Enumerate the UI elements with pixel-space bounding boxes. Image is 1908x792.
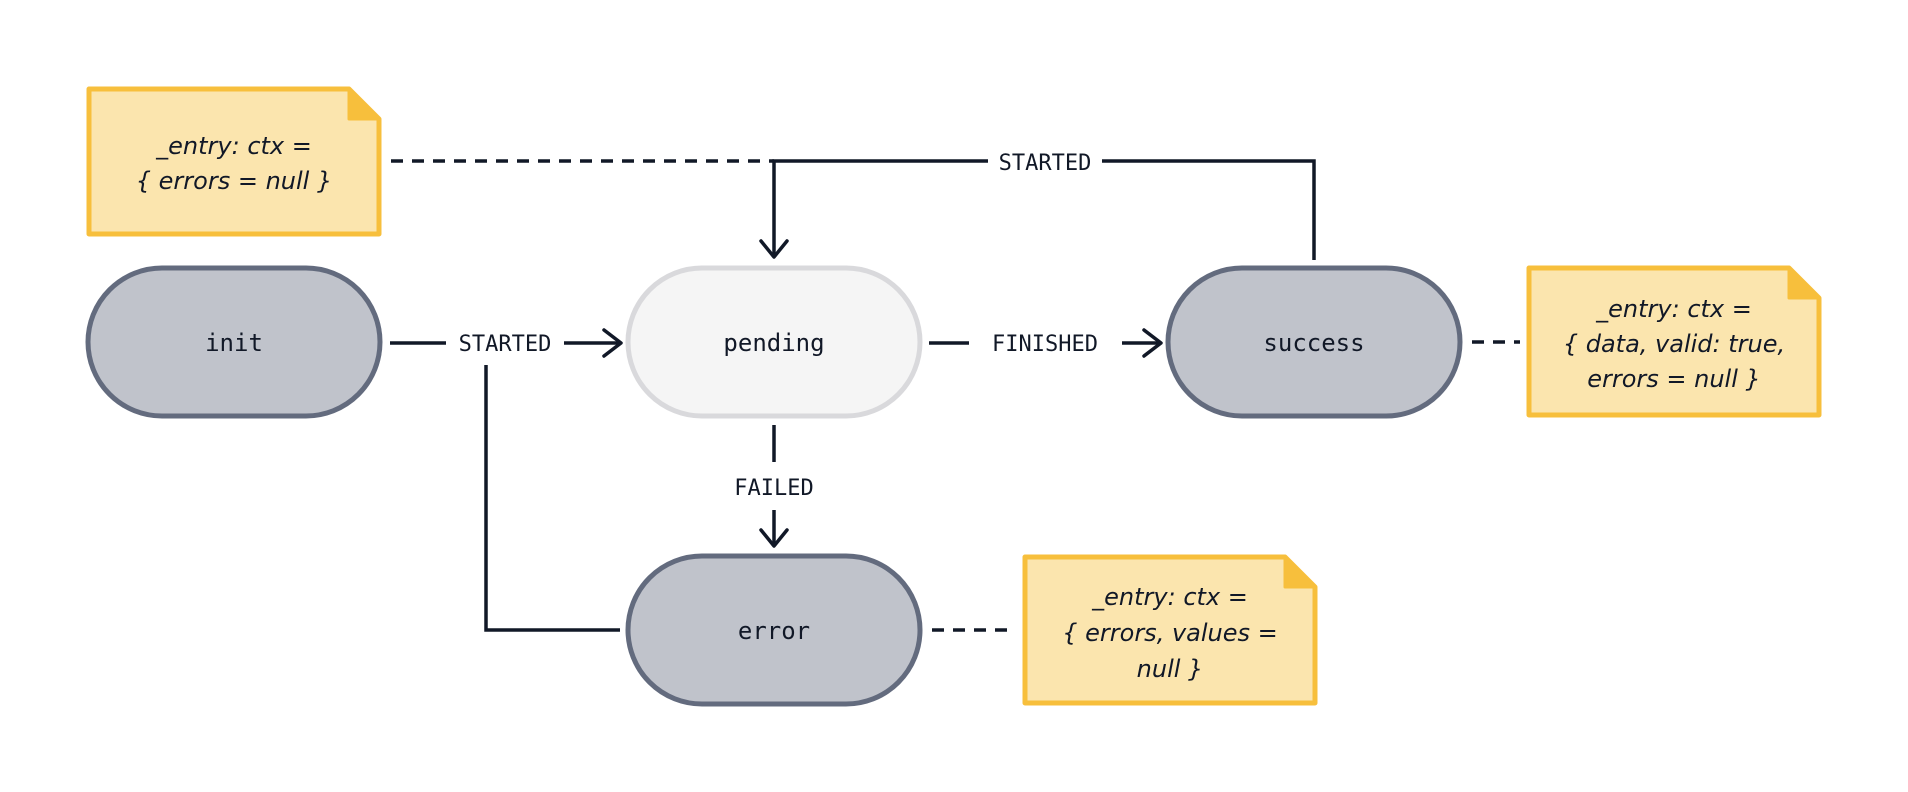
state-pending-label: pending [723,329,824,357]
state-error-shape [625,553,923,707]
state-init-shape [85,265,383,419]
state-error: error [625,553,923,707]
edge-success-to-pending-arrowhead [759,239,789,259]
state-success-label: success [1263,329,1364,357]
note-error-entry: _entry: ctx = { errors, values = null } [1022,554,1318,706]
state-error-label: error [738,617,810,645]
note-pending-line-1: _entry: ctx = [155,132,312,160]
state-init: init [85,265,383,419]
note-success-line-1: _entry: ctx = [1595,295,1752,323]
edge-label-init-started: STARTED [459,332,552,357]
note-success-line-2: { data, valid: true, [1563,330,1785,358]
note-success-line-3: errors = null } [1587,365,1761,393]
note-error-shape [1022,554,1318,706]
note-error-line-3: null } [1137,655,1204,683]
edge-success-to-pending-left [772,159,988,256]
state-pending: pending [625,265,923,419]
edge-label-success-started: STARTED [999,151,1092,176]
note-error-fold-icon [1283,557,1315,589]
state-init-label: init [205,329,263,357]
edge-success-to-pending-right [1102,159,1316,260]
note-success-entry: _entry: ctx = { data, valid: true, error… [1526,265,1822,418]
note-error-line-1: _entry: ctx = [1091,583,1248,611]
edge-pending-to-success-arrowhead [1142,328,1163,358]
edge-label-pending-finished: FINISHED [992,332,1098,357]
note-pending-shape [86,86,382,237]
note-success-shape [1526,265,1822,418]
edge-pending-to-error-arrowhead [759,528,789,548]
note-pending-fold-icon [347,89,379,121]
state-success: success [1165,265,1463,419]
note-pending-entry: _entry: ctx = { errors = null } [86,86,382,237]
state-success-shape [1165,265,1463,419]
note-pending-line-2: { errors = null } [136,167,332,195]
note-error-line-2: { errors, values = [1062,619,1278,647]
note-success-fold-icon [1787,268,1819,300]
edge-label-pending-failed: FAILED [734,476,813,501]
state-pending-shape [625,265,923,419]
edge-error-to-pending-path [484,365,620,632]
edge-init-to-pending-arrowhead [602,328,623,358]
